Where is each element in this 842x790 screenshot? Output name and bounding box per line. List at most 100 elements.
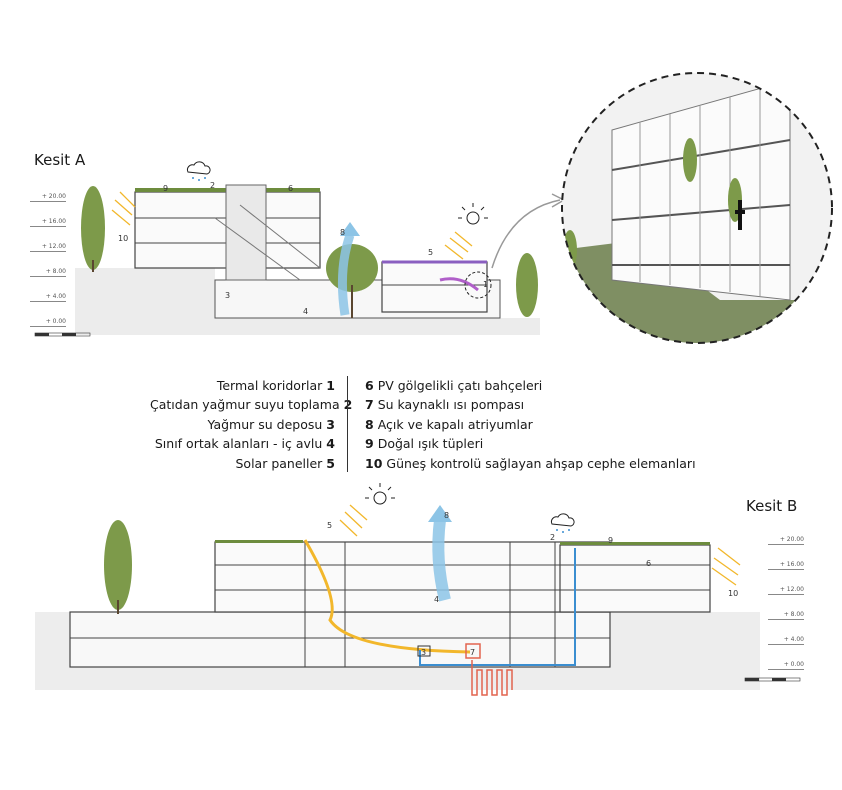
legend-number: 10 [365,455,383,471]
section-b-drawing: 5 8 2 9 6 10 4 3 7 [35,483,801,696]
cloud-icon [187,161,211,181]
basement [69,611,611,668]
section-a-title: Kesit A [34,151,86,169]
level-label: + 20.00 [30,192,66,202]
detail-perspective [561,72,833,344]
callout-number: 7 [470,648,475,657]
tree [326,244,378,292]
tree [81,186,105,270]
sun-rays [111,191,473,260]
level-label: + 8.00 [768,610,804,620]
callout-number: 9 [608,536,613,545]
legend-number: 7 [365,397,374,413]
building-block [381,261,488,313]
callout-number: 10 [118,234,128,243]
legend-number: 4 [326,436,335,452]
legend-item: Solar paneller 5 [150,454,336,473]
legend-number: 9 [365,436,374,452]
legend-number: 6 [365,378,374,393]
air-flow-arrowhead [340,222,360,236]
building-block [214,541,611,613]
water-line [419,548,576,666]
legend-left: Termal koridorlar 1 Çatıdan yağmur suyu … [150,376,352,473]
detail-marker [464,271,492,299]
tree [104,520,132,610]
level-label: + 0.00 [30,317,66,327]
person-silhouette [735,200,745,230]
callout-number: 1 [483,280,488,289]
air-flow-arrow [432,519,451,602]
callout-number: 8 [444,511,449,520]
callout-number: 4 [434,595,439,604]
callout-number: 10 [728,589,738,598]
legend-label: Sınıf ortak alanları - iç avlu [154,436,323,452]
callout-number: 8 [340,228,345,237]
ground-loop [471,660,513,696]
callout-number: 6 [646,559,651,568]
legend-item: Termal koridorlar 1 [150,376,335,395]
legend-label: Çatıdan yağmur suyu toplama [150,397,340,413]
legend-item: 6 PV gölgelikli çatı bahçeleri [365,376,805,395]
legend-item: Sınıf ortak alanları - iç avlu 4 [150,434,335,453]
callout-number: 3 [225,291,230,300]
level-label: + 12.00 [30,242,66,252]
legend-item: 10 Güneş kontrolü sağlayan ahşap cephe e… [365,454,805,473]
level-label: + 16.00 [30,217,66,227]
facade [611,79,791,301]
legend-right: 6 PV gölgelikli çatı bahçeleri 7 Su kayn… [365,376,805,473]
sun-icon [458,203,488,225]
level-label: + 4.00 [768,635,804,645]
legend-number: 5 [326,455,335,471]
heat-path [303,539,471,654]
tree [516,253,538,317]
callout-number: 2 [210,181,215,190]
callout-number: 3 [421,648,426,657]
section-a-drawing: 9 2 6 10 8 5 1 3 4 [34,161,566,337]
section-b-levels: + 20.00 + 16.00 + 12.00 + 8.00 + 4.00 + … [768,535,804,670]
legend-item: 7 Su kaynaklı ısı pompası [365,395,805,414]
section-a-levels: + 20.00 + 16.00 + 12.00 + 8.00 + 4.00 + … [30,192,66,327]
legend-label: Açık ve kapalı atriyumlar [377,416,533,432]
legend-number: 3 [326,416,335,432]
stair-core [225,184,267,281]
callout-number: 6 [288,184,293,193]
legend-item: 9 Doğal ışık tüpleri [365,434,805,453]
callout-number: 5 [428,248,433,257]
thermal-corridor [439,277,479,292]
legend-number: 8 [365,416,374,432]
heat-pump [465,643,481,659]
legend-label: Doğal ışık tüpleri [377,436,484,452]
cloud-icon [551,513,575,533]
legend-label: Su kaynaklı ısı pompası [377,397,525,413]
rain-tank [417,645,431,657]
level-label: + 12.00 [768,585,804,595]
sun-icon [365,483,395,505]
legend-label: PV gölgelikli çatı bahçeleri [377,378,543,393]
level-label: + 16.00 [768,560,804,570]
callout-number: 4 [303,307,308,316]
legend-label: Güneş kontrolü sağlayan ahşap cephe elem… [386,455,696,471]
scale-bar [744,677,801,682]
building-block [559,544,711,613]
level-label: + 4.00 [30,292,66,302]
detail-leader [491,199,561,269]
level-label: + 20.00 [768,535,804,545]
legend-label: Solar paneller [235,455,323,471]
callout-number: 2 [550,533,555,542]
callout-number: 9 [163,184,168,193]
level-label: + 8.00 [30,267,66,277]
legend-item: Çatıdan yağmur suyu toplama 2 [150,395,352,414]
legend-label: Yağmur su deposu [207,416,323,432]
air-flow-arrow [337,233,355,316]
legend-item: Yağmur su deposu 3 [150,415,335,434]
legend-number: 1 [326,378,335,393]
air-flow-arrowhead [428,505,452,522]
level-label: + 0.00 [768,660,804,670]
section-b-title: Kesit B [746,497,798,515]
legend-item: 8 Açık ve kapalı atriyumlar [365,415,805,434]
legend-divider [347,376,348,472]
legend-label: Termal koridorlar [216,378,323,393]
sun-rays [339,504,741,586]
detail-circle [561,72,833,344]
